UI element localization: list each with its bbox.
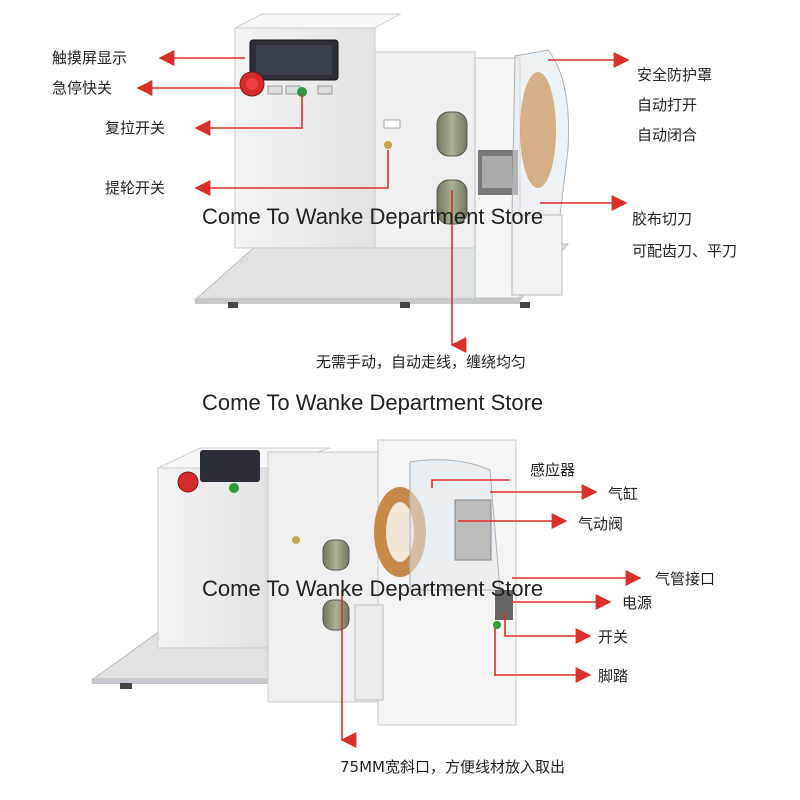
top-arrows: [136, 50, 630, 353]
label-power: 电源: [622, 594, 653, 612]
label-valve: 气动阀: [578, 515, 624, 533]
watermark-middle: Come To Wanke Department Store: [202, 390, 544, 415]
top-tape-roll: [520, 72, 556, 188]
label-air-inlet: 气管接口: [655, 570, 716, 588]
bottom-machine: [90, 439, 517, 726]
power-and-switch-plate: [495, 590, 513, 620]
lift-wheel-switch: [384, 141, 392, 149]
label-cutter-line2: 可配齿刀、平刀: [632, 242, 738, 260]
label-switch: 开关: [598, 628, 629, 646]
label-cutter-line1: 胶布切刀: [632, 210, 693, 228]
label-feature: 无需手动，自动走线，缠绕均匀: [316, 353, 527, 371]
watermark-bottom: Come To Wanke Department Store: [202, 576, 544, 601]
label-emergency-stop: 急停快关: [52, 79, 113, 97]
bottom-control-panel: [157, 467, 269, 649]
label-guard-line2: 自动打开: [637, 96, 698, 114]
label-touchscreen: 触摸屏显示: [52, 49, 128, 67]
label-sensor: 感应器: [530, 461, 576, 479]
top-machine: [193, 13, 570, 308]
top-upper-roller: [436, 111, 468, 157]
label-cylinder: 气缸: [608, 485, 639, 503]
reset-switch: [297, 87, 307, 97]
label-guard-line3: 自动闭合: [637, 126, 698, 144]
bottom-estop: [177, 471, 199, 493]
watermark-top: Come To Wanke Department Store: [202, 204, 544, 229]
label-reset-switch: 复拉开关: [105, 119, 166, 137]
label-lift-wheel-switch: 提轮开关: [105, 179, 166, 197]
label-pedal: 脚踏: [598, 667, 629, 685]
label-guard-line1: 安全防护罩: [637, 66, 713, 84]
bottom-touchscreen: [200, 450, 260, 482]
label-opening: 75MM宽斜口，方便线材放入取出: [340, 758, 565, 776]
bottom-arrows: [340, 479, 642, 748]
